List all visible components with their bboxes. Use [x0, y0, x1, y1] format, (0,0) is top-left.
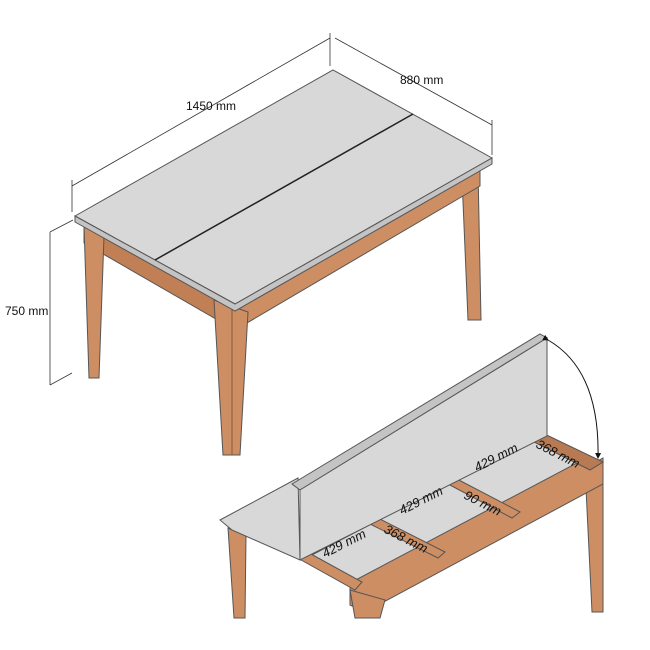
depth-label: 880 mm [400, 73, 443, 87]
lid-rotation-arrow [542, 334, 602, 459]
open-table [219, 333, 605, 619]
lid-split-line [154, 113, 414, 261]
table-top-edge [74, 157, 493, 312]
closed-table [73, 69, 494, 456]
front-leg [213, 299, 249, 456]
left-leg [227, 527, 247, 619]
front-leg [349, 589, 386, 619]
front-left-leg [83, 225, 105, 379]
height-label: 750 mm [5, 304, 48, 318]
length-label: 1450 mm [186, 99, 236, 113]
dimension-lines [49, 33, 493, 386]
